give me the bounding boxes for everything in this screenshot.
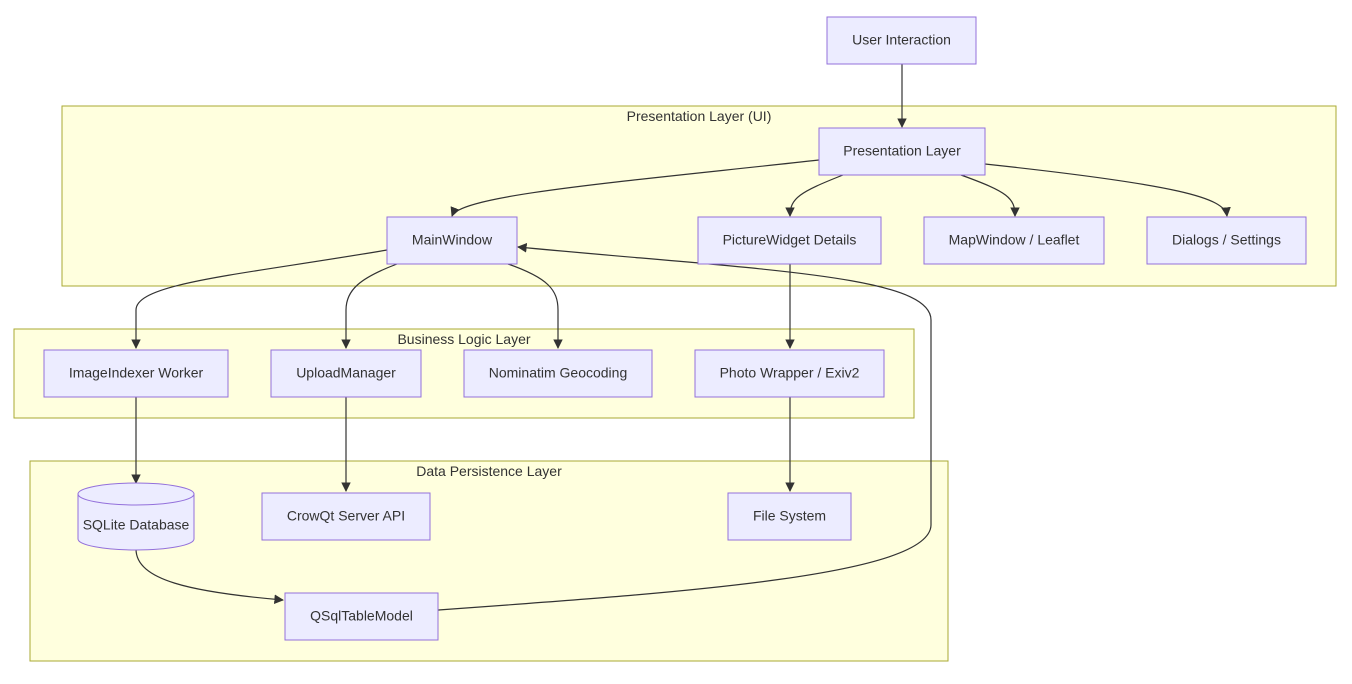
node-main-window-label: MainWindow (412, 232, 493, 248)
node-user-interaction-label: User Interaction (852, 32, 951, 48)
node-image-indexer-label: ImageIndexer Worker (69, 365, 204, 381)
node-crowqt-server: CrowQt Server API (261, 492, 431, 541)
node-photo-wrapper-label: Photo Wrapper / Exiv2 (720, 365, 860, 381)
node-map-window-label: MapWindow / Leaflet (949, 232, 1080, 248)
cluster-presentation-label: Presentation Layer (UI) (627, 108, 772, 124)
node-image-indexer: ImageIndexer Worker (43, 349, 229, 398)
edge-sqlite-to-qsql (135, 548, 284, 605)
node-qsqltablemodel: QSqlTableModel (284, 592, 439, 641)
node-upload-manager-label: UploadManager (296, 365, 396, 381)
edge-mainwindow-to-uploadmanager (341, 263, 398, 349)
edge-presentation-to-dialogs (984, 163, 1231, 217)
edge-mainwindow-to-nominatim (507, 263, 563, 349)
cluster-business-label: Business Logic Layer (397, 331, 530, 347)
node-dialogs-settings-label: Dialogs / Settings (1172, 232, 1281, 248)
node-file-system-label: File System (753, 508, 826, 524)
node-sqlite-label: SQLite Database (83, 517, 190, 533)
node-crowqt-label: CrowQt Server API (287, 508, 405, 524)
edge-presentation-to-mapwindow (960, 174, 1020, 217)
node-file-system: File System (727, 492, 852, 541)
node-main-window: MainWindow (386, 216, 518, 265)
node-photo-wrapper: Photo Wrapper / Exiv2 (694, 349, 885, 398)
node-nominatim-label: Nominatim Geocoding (489, 365, 628, 381)
node-user-interaction: User Interaction (826, 16, 977, 65)
edge-qsql-to-mainwindow (437, 243, 932, 611)
edge-presentation-to-picturewidget (785, 174, 844, 217)
edge-presentation-to-mainwindow (450, 159, 820, 217)
node-sqlite-database: SQLite Database (77, 482, 195, 551)
edges (131, 64, 1231, 611)
edge-mainwindow-to-imageindexer (131, 249, 388, 349)
cluster-data-label: Data Persistence Layer (416, 463, 562, 479)
node-presentation-layer-label: Presentation Layer (843, 143, 961, 159)
node-map-window: MapWindow / Leaflet (923, 216, 1105, 265)
node-picture-widget: PictureWidget Details (697, 216, 882, 265)
node-presentation-layer: Presentation Layer (818, 127, 986, 176)
node-dialogs-settings: Dialogs / Settings (1146, 216, 1307, 265)
node-qsql-label: QSqlTableModel (310, 608, 413, 624)
node-nominatim: Nominatim Geocoding (463, 349, 653, 398)
node-upload-manager: UploadManager (270, 349, 422, 398)
node-picture-widget-label: PictureWidget Details (723, 232, 857, 248)
